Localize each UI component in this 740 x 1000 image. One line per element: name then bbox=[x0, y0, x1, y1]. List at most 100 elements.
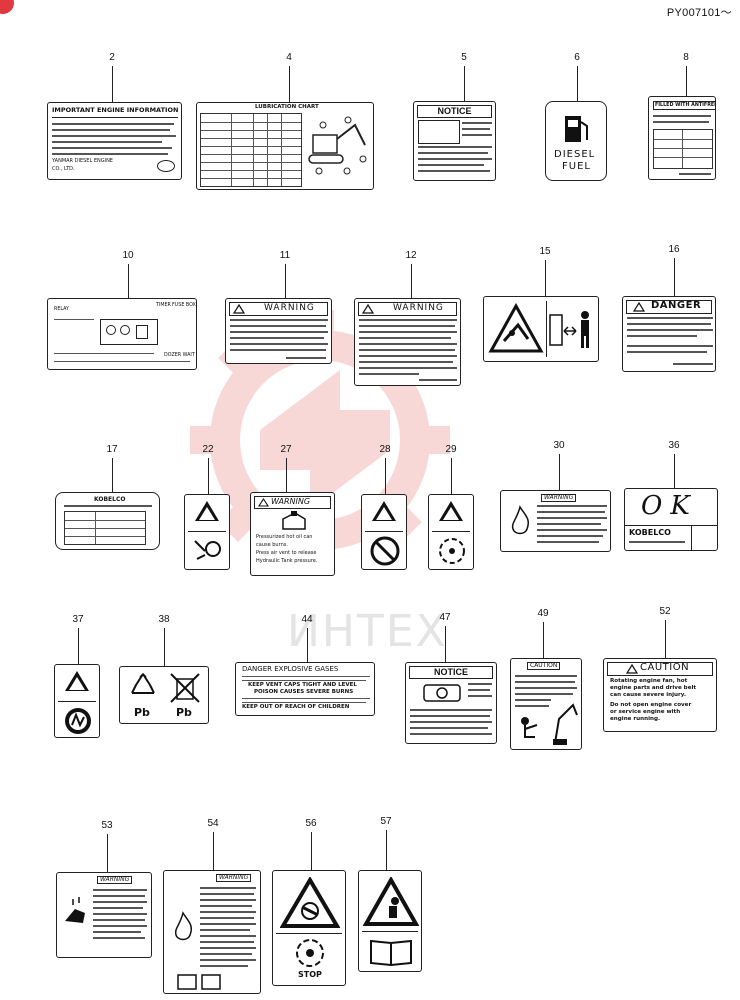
decal-line: Rotating engine fan, hot bbox=[610, 678, 688, 684]
fan-icon bbox=[439, 538, 465, 564]
decal-47: NOTICE bbox=[405, 662, 497, 744]
fire-hazard-icon bbox=[511, 505, 530, 535]
tank-icon bbox=[282, 511, 306, 530]
decal-heading: NOTICE bbox=[409, 666, 493, 679]
decal-line: FUSE BOX bbox=[172, 303, 196, 308]
decal-27: WARNING Pressurized hot oil can cause bu… bbox=[250, 492, 335, 576]
part-number: 2 bbox=[109, 52, 115, 63]
decal-heading: CAUTION bbox=[527, 662, 561, 671]
lock-lever-icon bbox=[194, 540, 221, 560]
decal-30: WARNING bbox=[500, 490, 611, 552]
part-number: 4 bbox=[286, 52, 292, 63]
radiator-icon bbox=[423, 684, 461, 702]
decal-line: or service engine with bbox=[610, 709, 681, 715]
part-number: 22 bbox=[202, 444, 214, 455]
part-number: 54 bbox=[207, 818, 219, 829]
decal-49: CAUTION bbox=[510, 658, 582, 750]
no-trash-bin-icon bbox=[170, 673, 200, 703]
part-number: 37 bbox=[72, 614, 84, 625]
leader-line bbox=[107, 834, 108, 872]
decal-44: DANGER EXPLOSIVE GASES KEEP VENT CAPS TI… bbox=[235, 662, 375, 716]
recycle-icon bbox=[131, 672, 155, 694]
decal-28 bbox=[361, 494, 407, 570]
decal-54: WARNING bbox=[163, 870, 261, 994]
decal-12: WARNING bbox=[354, 298, 461, 386]
rotating-fan-hazard-icon bbox=[280, 877, 340, 928]
decal-line: Do not open engine cover bbox=[610, 702, 692, 708]
inspection-signature: OK bbox=[641, 491, 698, 521]
warning-triangle-icon bbox=[626, 664, 638, 674]
part-number: 56 bbox=[305, 818, 317, 829]
leader-line bbox=[307, 628, 308, 662]
decal-line: TIMER bbox=[156, 303, 171, 308]
leader-line bbox=[208, 458, 209, 494]
warning-header: WARNING bbox=[254, 496, 331, 509]
decal-38: Pb Pb bbox=[119, 666, 209, 724]
leader-line bbox=[289, 66, 290, 102]
leader-line bbox=[112, 458, 113, 492]
danger-header: DANGER bbox=[626, 300, 712, 314]
nameplate-table bbox=[64, 511, 146, 545]
hand-prohibited-icon bbox=[65, 708, 91, 734]
decal-11: WARNING bbox=[225, 298, 332, 364]
decal-line: engine running. bbox=[610, 716, 661, 722]
antifreeze-table bbox=[653, 129, 713, 169]
leader-line bbox=[559, 454, 560, 490]
part-number: 16 bbox=[668, 244, 680, 255]
leader-line bbox=[451, 458, 452, 494]
fire-hazard-icon bbox=[174, 911, 193, 941]
caution-header: CAUTION bbox=[607, 662, 713, 676]
leader-line bbox=[445, 626, 446, 662]
decal-8: FILLED WITH ANTIFREEZE bbox=[648, 96, 716, 180]
decal-line: Pb bbox=[176, 706, 192, 719]
battery-icon bbox=[177, 974, 221, 990]
part-number: 47 bbox=[439, 612, 451, 623]
leader-line bbox=[674, 454, 675, 488]
decal-line: Press air vent to release bbox=[256, 550, 317, 556]
relay-box-diagram-icon bbox=[100, 319, 158, 345]
engine-logo-icon bbox=[157, 160, 175, 172]
notice-picture-icon bbox=[418, 120, 460, 144]
part-number: 49 bbox=[537, 608, 549, 619]
decal-line: POISON CAUSES SEVERE BURNS bbox=[254, 689, 354, 695]
decal-heading: WARNING bbox=[216, 874, 252, 883]
part-number: 38 bbox=[158, 614, 170, 625]
leader-line bbox=[411, 264, 412, 298]
leader-line bbox=[543, 622, 544, 658]
decal-heading: NOTICE bbox=[417, 105, 492, 118]
part-number: 6 bbox=[574, 52, 580, 63]
decal-37 bbox=[54, 664, 100, 738]
decal-10: TIMER FUSE BOX RELAY DOZER WAIT bbox=[47, 298, 197, 370]
decal-line: RELAY bbox=[54, 307, 69, 312]
decal-line: STOP bbox=[298, 970, 322, 979]
decal-line: KEEP OUT OF REACH OF CHILDREN bbox=[242, 704, 350, 710]
part-number: 52 bbox=[659, 606, 671, 617]
decal-line: CO., LTD. bbox=[52, 166, 75, 172]
leader-line bbox=[464, 66, 465, 101]
part-number: 17 bbox=[106, 444, 118, 455]
decal-line: FUEL bbox=[562, 161, 591, 172]
decal-29 bbox=[428, 494, 474, 570]
decal-line: KEEP VENT CAPS TIGHT AND LEVEL bbox=[248, 682, 357, 688]
keep-distance-icon bbox=[549, 311, 589, 348]
decal-15 bbox=[483, 296, 599, 362]
decal-57 bbox=[358, 870, 422, 972]
decal-line: cause burns. bbox=[256, 542, 288, 548]
watermark-text: ИНТЕХ bbox=[287, 606, 448, 657]
decal-line: engine parts and drive belt bbox=[610, 685, 697, 691]
decal-heading: WARNING bbox=[97, 876, 133, 885]
manual-book-icon bbox=[370, 939, 412, 967]
part-number: 57 bbox=[380, 816, 392, 827]
part-number: 15 bbox=[539, 246, 551, 257]
decal-line: YANMAR DIESEL ENGINE bbox=[52, 158, 113, 164]
leader-line bbox=[164, 628, 165, 666]
leader-line bbox=[577, 66, 578, 101]
decal-line: DIESEL bbox=[554, 149, 596, 160]
decal-heading: LUBRICATION CHART bbox=[255, 104, 319, 110]
leader-line bbox=[311, 832, 312, 870]
brand-label: KOBELCO bbox=[629, 528, 671, 537]
excavator-arm-icon bbox=[553, 703, 578, 745]
decal-16: DANGER bbox=[622, 296, 716, 372]
leader-line bbox=[213, 832, 214, 870]
lubrication-table bbox=[200, 113, 302, 187]
